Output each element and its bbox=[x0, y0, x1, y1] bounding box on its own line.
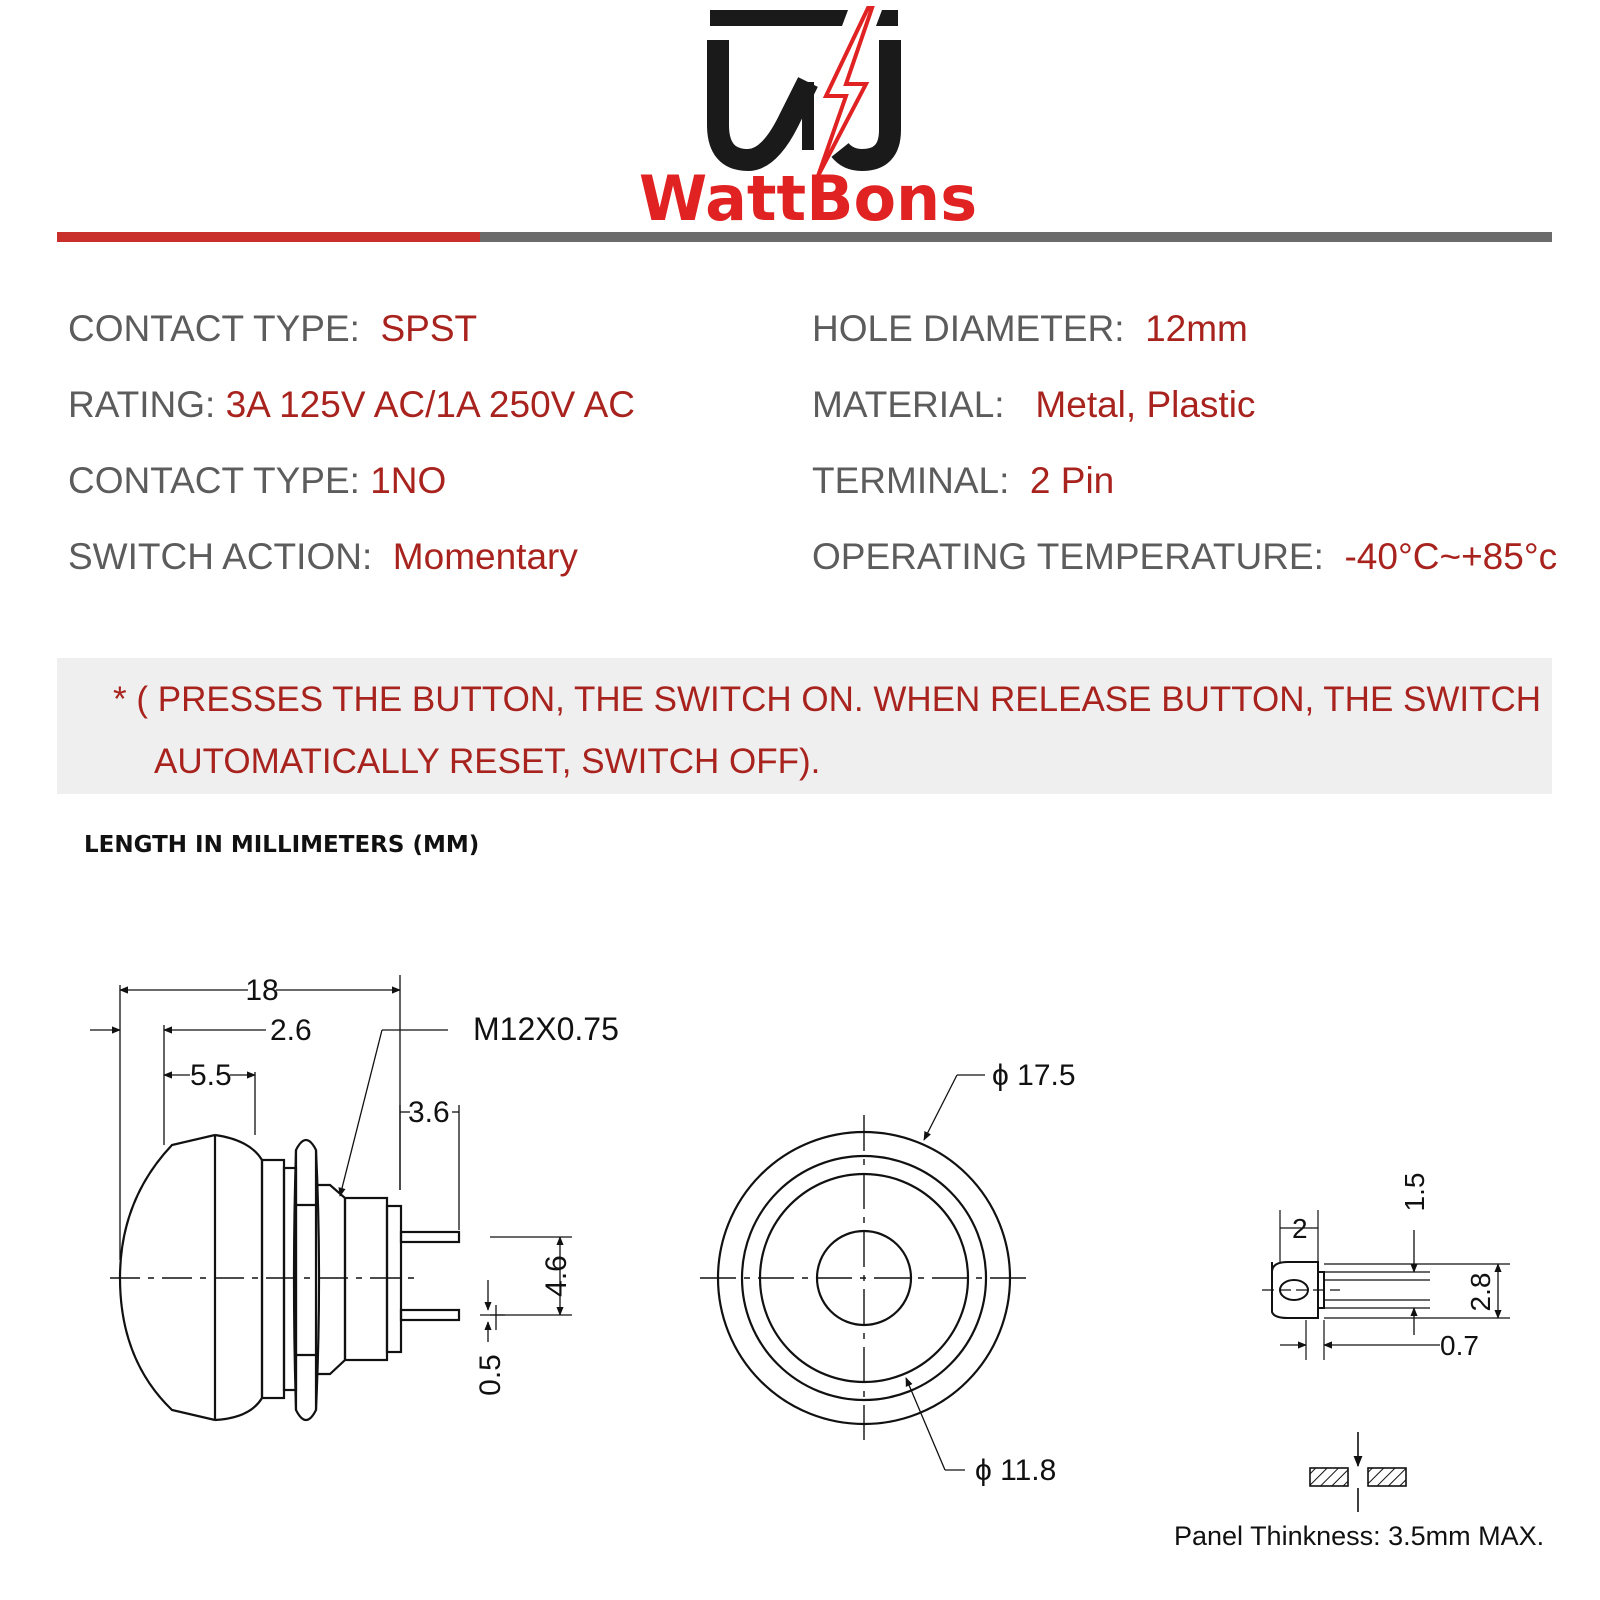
spec-material: MATERIAL: Metal, Plastic bbox=[812, 384, 1256, 425]
panel-thickness-label: Panel Thinkness: 3.5mm MAX. bbox=[1174, 1521, 1544, 1551]
side-view-hex-nut bbox=[294, 1138, 318, 1422]
spec-contact-type: CONTACT TYPE: SPST bbox=[68, 308, 478, 349]
spec-contact-type-2: CONTACT TYPE: 1NO bbox=[68, 460, 447, 501]
side-view bbox=[90, 975, 572, 1422]
thread-spec-label: M12X0.75 bbox=[473, 1011, 619, 1047]
dim-1-5-label: 1.5 bbox=[1399, 1173, 1430, 1212]
switch-behavior-note: * ( PRESSES THE BUTTON, THE SWITCH ON. W… bbox=[57, 658, 1552, 794]
outer-diameter-label: ϕ 17.5 bbox=[992, 1059, 1076, 1092]
dim-0-5-label: 0.5 bbox=[474, 1354, 507, 1396]
dim-2-6-label: 2.6 bbox=[270, 1014, 312, 1047]
dim-5-5-label: 5.5 bbox=[190, 1059, 232, 1092]
terminal-tab bbox=[1271, 1261, 1319, 1319]
dim-2-8-label: 2.8 bbox=[1465, 1273, 1496, 1312]
header-divider bbox=[57, 232, 1552, 242]
wj-lightning-logo-icon bbox=[707, 6, 901, 177]
dim-3-6-label: 3.6 bbox=[408, 1096, 450, 1129]
brand-name: WattBons bbox=[639, 162, 977, 235]
inner-diameter-label: ϕ 11.8 bbox=[975, 1454, 1056, 1487]
note-line-2: AUTOMATICALLY RESET, SWITCH OFF). bbox=[154, 742, 821, 781]
units-heading: LENGTH IN MILLIMETERS (MM) bbox=[84, 832, 480, 858]
dim-4-6-label: 4.6 bbox=[540, 1255, 573, 1297]
spec-terminal: TERMINAL: 2 Pin bbox=[812, 460, 1115, 501]
terminal-view bbox=[1262, 1210, 1510, 1360]
note-line-1: * ( PRESSES THE BUTTON, THE SWITCH ON. W… bbox=[113, 680, 1542, 719]
front-view bbox=[700, 1074, 1028, 1471]
spec-rating: RATING: 3A 125V AC/1A 250V AC bbox=[68, 384, 635, 425]
spec-switch-action: SWITCH ACTION: Momentary bbox=[68, 536, 578, 577]
spec-hole-diameter: HOLE DIAMETER: 12mm bbox=[812, 308, 1248, 349]
dim-18-label: 18 bbox=[245, 974, 278, 1007]
brand-logo: WattBons bbox=[639, 6, 977, 235]
panel-section bbox=[1309, 1432, 1407, 1512]
dimension-drawing: 18 2.6 5.5 M12X0.75 3.6 4.6 0.5 ϕ 17.5 ϕ… bbox=[90, 974, 1544, 1551]
spec-operating-temperature: OPERATING TEMPERATURE: -40°C~+85°c bbox=[812, 536, 1558, 577]
dim-2-label: 2 bbox=[1292, 1213, 1308, 1244]
dim-0-7-label: 0.7 bbox=[1440, 1330, 1479, 1361]
